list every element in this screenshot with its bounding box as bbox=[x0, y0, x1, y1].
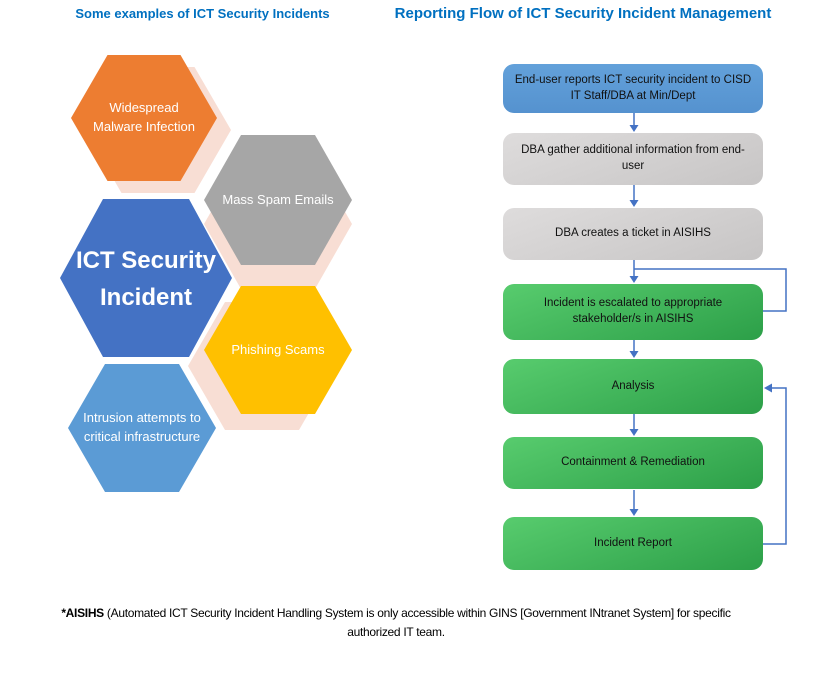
arrowhead-down-icon-6 bbox=[629, 509, 639, 516]
flow-step-1-end-user-reports: End-user reports ICT security incident t… bbox=[503, 64, 763, 113]
hexagon-label-mass-spam: Mass Spam Emails bbox=[222, 191, 334, 207]
arrowhead-left-icon-analysis bbox=[764, 383, 772, 393]
hexagon-label-widespread-malware: Widespread Malware Infection bbox=[93, 100, 195, 134]
hexagon-widespread-malware bbox=[71, 55, 217, 181]
flow-step-5-analysis: Analysis bbox=[503, 359, 763, 414]
arrowhead-down-icon-4 bbox=[629, 351, 639, 358]
flow-step-7-incident-report: Incident Report bbox=[503, 517, 763, 570]
footnote: *AISIHS (Automated ICT Security Incident… bbox=[36, 604, 756, 641]
hexagon-label-ict-security-incident: ICT Security Incident bbox=[75, 246, 217, 311]
flow-step-3-dba-creates-ticket: DBA creates a ticket in AISIHS bbox=[503, 208, 763, 260]
hexagon-label-intrusion-attempts: Intrusion attempts to critical infrastru… bbox=[83, 410, 201, 444]
footnote-bold-term: *AISIHS bbox=[61, 606, 104, 620]
hexagon-ict-security-incident bbox=[60, 199, 232, 357]
arrowhead-down-icon-2 bbox=[629, 200, 639, 207]
arrowhead-down-icon-1 bbox=[629, 125, 639, 132]
flow-step-2-dba-gathers-info: DBA gather additional information from e… bbox=[503, 133, 763, 185]
hexagon-label-phishing-scams: Phishing Scams bbox=[231, 341, 325, 357]
footnote-text: (Automated ICT Security Incident Handlin… bbox=[103, 606, 731, 639]
arrowhead-down-icon-5 bbox=[629, 429, 639, 436]
report-to-analysis-loop-connector bbox=[763, 387, 787, 545]
arrowhead-down-icon-3 bbox=[629, 276, 639, 283]
hexagon-cluster bbox=[60, 55, 352, 492]
hexagon-intrusion-attempts bbox=[68, 364, 216, 492]
right-section-title: Reporting Flow of ICT Security Incident … bbox=[394, 5, 772, 22]
flow-step-6-containment-remediation: Containment & Remediation bbox=[503, 437, 763, 489]
left-section-title: Some examples of ICT Security Incidents bbox=[75, 6, 330, 21]
hexagon-mass-spam bbox=[204, 135, 352, 265]
flow-step-4-incident-escalated: Incident is escalated to appropriate sta… bbox=[503, 284, 763, 340]
hexagon-phishing-scams bbox=[204, 286, 352, 414]
